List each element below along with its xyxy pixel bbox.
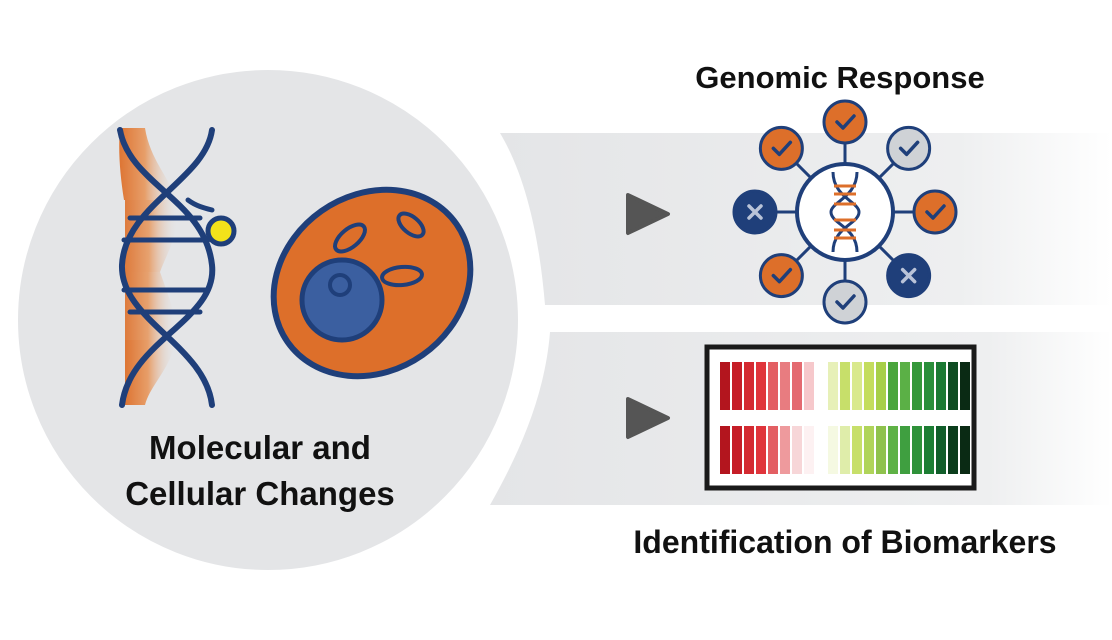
check-icon [898, 140, 920, 157]
heatmap-bar [840, 362, 850, 410]
heatmap-bar [912, 362, 922, 410]
network-hub [795, 162, 895, 262]
cell-icon [270, 186, 474, 380]
heatmap-bar [720, 426, 730, 474]
heatmap-bar [948, 362, 958, 410]
genomic-network [732, 99, 958, 325]
heatmap-bar [768, 426, 778, 474]
play-arrow-icon [626, 397, 670, 439]
check-icon [835, 114, 856, 130]
heatmap-bar [792, 362, 802, 410]
biomarkers-title: Identification of Biomarkers [633, 524, 1057, 560]
heatmap-bar [744, 362, 754, 410]
heatmap-bar [732, 362, 742, 410]
cross-icon [747, 204, 763, 220]
heatmap-bar [936, 362, 946, 410]
heatmap-bar [924, 362, 934, 410]
heatmap-bar [900, 426, 910, 474]
heatmap-bar [924, 426, 934, 474]
check-node [912, 189, 958, 235]
heatmap-bar [804, 426, 814, 474]
cross-node [886, 253, 932, 299]
check-node [758, 125, 804, 171]
yellow-dot [205, 215, 237, 247]
dna-helix-icon [117, 127, 237, 408]
heatmap-bar [816, 362, 826, 410]
heatmap-bar [756, 426, 766, 474]
check-icon [771, 267, 793, 284]
heatmap-bar [720, 362, 730, 410]
check-icon [835, 294, 856, 310]
genomic-response-title: Genomic Response [695, 60, 985, 95]
heatmap-bar [816, 426, 826, 474]
heatmap-icon [704, 344, 977, 491]
heatmap-bar [852, 426, 862, 474]
check-node [822, 99, 868, 145]
heatmap-bar [948, 426, 958, 474]
heatmap-bar [876, 426, 886, 474]
heatmap-bar [876, 362, 886, 410]
heatmap-bar [960, 362, 970, 410]
heatmap-bar [912, 426, 922, 474]
molecular-title-line1: Molecular and [149, 429, 371, 466]
heatmap-bar [744, 426, 754, 474]
cross-node [732, 189, 778, 235]
heatmap-bar [888, 426, 898, 474]
heatmap-bar [804, 362, 814, 410]
heatmap-bar [792, 426, 802, 474]
heatmap-bar [780, 426, 790, 474]
check-icon [771, 140, 793, 157]
heatmap-bar [732, 426, 742, 474]
heatmap-bar [864, 362, 874, 410]
check-node [886, 125, 932, 171]
play-arrow-icon [626, 193, 670, 235]
cross-icon [900, 267, 917, 284]
heatmap-bar [840, 426, 850, 474]
molecular-title-line2: Cellular Changes [125, 475, 395, 512]
heatmap-bar [828, 426, 838, 474]
heatmap-bar [864, 426, 874, 474]
heatmap-bar [888, 362, 898, 410]
molecular-changes-title: Molecular and Cellular Changes [80, 425, 440, 517]
heatmap-bar [936, 426, 946, 474]
heatmap-bar [828, 362, 838, 410]
check-node [758, 253, 804, 299]
heatmap-bar [768, 362, 778, 410]
heatmap-bar [900, 362, 910, 410]
heatmap-bar [756, 362, 766, 410]
hub-dna-icon [829, 171, 861, 253]
heatmap-bar [960, 426, 970, 474]
check-node [822, 279, 868, 325]
heatmap-bar [852, 362, 862, 410]
check-icon [925, 204, 946, 220]
heatmap-bar [780, 362, 790, 410]
